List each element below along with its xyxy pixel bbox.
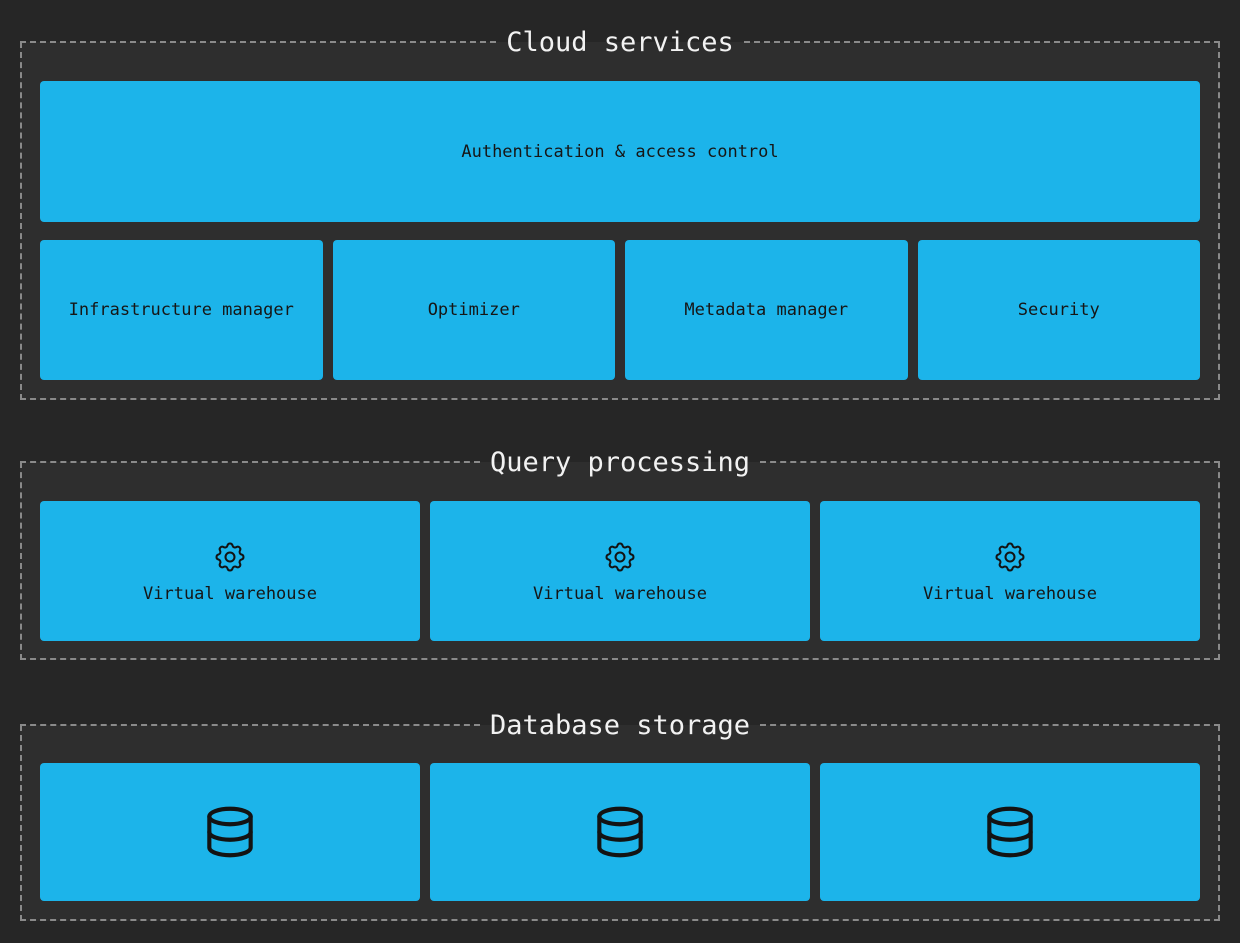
node-label: Virtual warehouse bbox=[533, 583, 707, 604]
node-virtual-warehouse: Virtual warehouse bbox=[820, 501, 1200, 641]
node-virtual-warehouse: Virtual warehouse bbox=[430, 501, 810, 641]
gear-icon bbox=[602, 539, 638, 575]
query-processing-row: Virtual warehouse Virtual warehouse Virt… bbox=[40, 501, 1200, 641]
node-infrastructure-manager: Infrastructure manager bbox=[40, 240, 323, 380]
section-query-processing: Query processing Virtual warehouse Virtu… bbox=[20, 449, 1220, 660]
section-header-cloud-services: Cloud services bbox=[20, 29, 1220, 56]
node-database bbox=[820, 763, 1200, 901]
node-label: Authentication & access control bbox=[461, 141, 779, 162]
database-icon bbox=[199, 801, 261, 863]
node-label: Optimizer bbox=[427, 300, 520, 320]
node-label: Virtual warehouse bbox=[923, 583, 1097, 604]
node-label: Security bbox=[1017, 300, 1100, 320]
database-icon bbox=[979, 801, 1041, 863]
node-optimizer: Optimizer bbox=[332, 240, 615, 380]
node-metadata-manager: Metadata manager bbox=[625, 240, 908, 380]
node-virtual-warehouse: Virtual warehouse bbox=[40, 501, 420, 641]
database-icon bbox=[589, 801, 651, 863]
node-label: Virtual warehouse bbox=[143, 583, 317, 604]
node-label: Metadata manager bbox=[684, 300, 849, 320]
architecture-diagram: Cloud services Authentication & access c… bbox=[0, 0, 1240, 921]
gear-icon bbox=[212, 539, 248, 575]
section-title: Database storage bbox=[489, 709, 751, 741]
section-title: Query processing bbox=[489, 446, 751, 478]
node-label: Infrastructure manager bbox=[68, 300, 294, 320]
section-header-database-storage: Database storage bbox=[20, 712, 1220, 739]
section-cloud-services: Cloud services Authentication & access c… bbox=[20, 29, 1220, 400]
node-database bbox=[430, 763, 810, 901]
database-storage-row bbox=[40, 763, 1200, 901]
section-database-storage: Database storage bbox=[20, 712, 1220, 921]
cloud-services-row: Infrastructure manager Optimizer Metadat… bbox=[40, 240, 1200, 380]
section-title: Cloud services bbox=[506, 26, 734, 58]
node-security: Security bbox=[917, 240, 1200, 380]
node-database bbox=[40, 763, 420, 901]
section-header-query-processing: Query processing bbox=[20, 449, 1220, 476]
node-authentication-access-control: Authentication & access control bbox=[40, 81, 1200, 222]
gear-icon bbox=[992, 539, 1028, 575]
